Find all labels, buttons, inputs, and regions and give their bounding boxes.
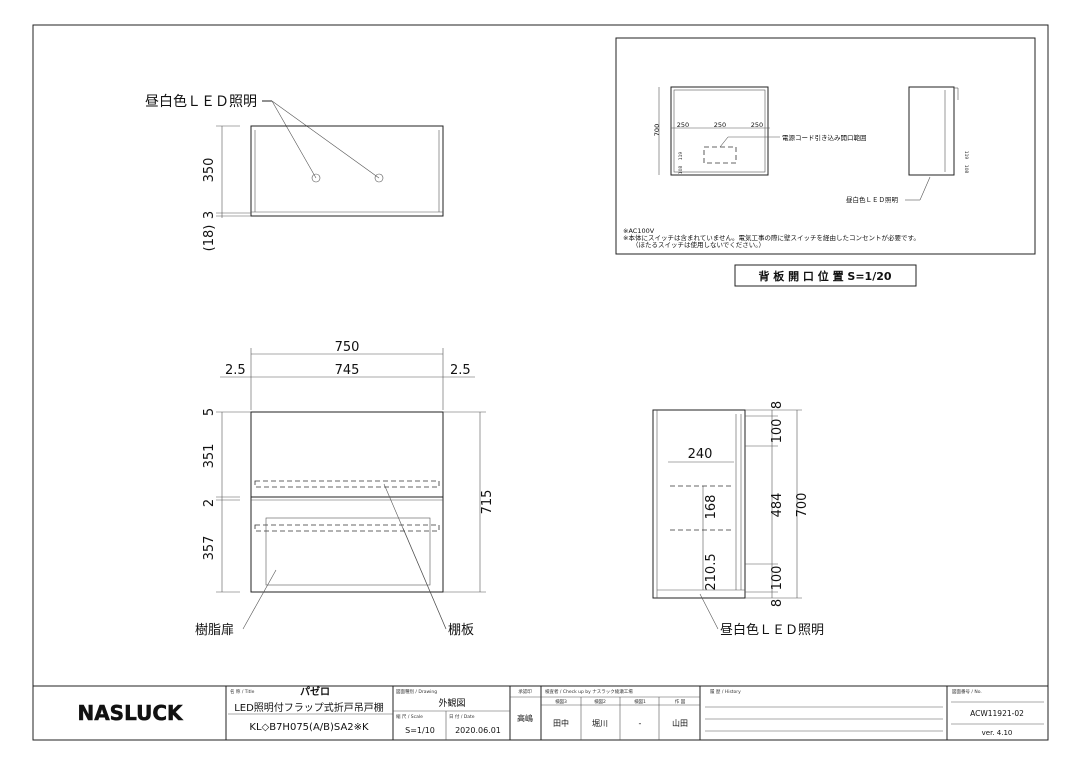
dim-484: 484 — [770, 493, 785, 518]
drawing-line — [242, 569, 277, 630]
drawing-line — [670, 86, 769, 176]
version: ver. 4.10 — [982, 729, 1013, 737]
drawing-label: 図面種別 / Drawing — [396, 688, 437, 695]
led-light-icon — [374, 173, 384, 183]
date: 2020.06.01 — [455, 726, 501, 735]
drawing-label: 縮 尺 / Scale — [396, 713, 423, 720]
front-view: 750 745 2.5 2.5 5 351 2 357 715 樹脂扉 棚板 — [195, 340, 495, 638]
dim-168: 168 — [704, 495, 719, 520]
shelf-label: 棚板 — [448, 623, 474, 638]
checker-name: 田中 — [553, 718, 569, 728]
drawing-label: 履 歴 / History — [710, 689, 741, 695]
drawing-line — [703, 146, 737, 164]
door-panel — [265, 517, 431, 586]
side-view: 240 168 210.5 8 100 484 100 8 700 昼白色ＬＥＤ… — [652, 401, 824, 638]
drawing-line — [402, 527, 447, 630]
back-dim-250: 250 — [751, 121, 763, 129]
door-label: 樹脂扉 — [195, 622, 234, 638]
drawing-line — [919, 176, 931, 201]
back-panel-detail: 700 250 250 250 電源コード引き込み開口範囲 119 108 11… — [615, 37, 1036, 287]
drawing-label: 検査者 / Check up by ナスラック綾瀬工場 — [545, 688, 633, 695]
back-dim-250: 250 — [714, 121, 726, 129]
top-led-label: 昼白色ＬＥＤ照明 — [145, 93, 257, 110]
drawing-label: 作 図 — [675, 698, 686, 705]
drawing-label: 承認印 — [518, 688, 532, 695]
dim-100-bottom: 100 — [770, 566, 785, 591]
dim-8-top: 8 — [770, 401, 785, 409]
dim-750: 750 — [335, 340, 360, 355]
scale: S=1/10 — [405, 726, 435, 735]
front-view-outline — [250, 411, 444, 593]
shelf-dashed — [254, 524, 440, 532]
dim-100-top: 100 — [770, 419, 785, 444]
dim-3: 3 — [202, 211, 217, 219]
drawing-border — [32, 24, 1049, 741]
title-block: NASLUCK 名 称 / Title パゼロ LED照明付フラップ式折戸吊戸棚… — [33, 685, 1048, 740]
side-view-outline — [652, 409, 746, 599]
top-view-outline — [250, 125, 444, 217]
drawing-label: 名 称 / Title — [230, 688, 255, 695]
drawing-line — [615, 37, 1036, 255]
dim-700: 700 — [795, 493, 810, 518]
side-dim-119: 119 — [963, 151, 969, 160]
dim-240: 240 — [688, 447, 713, 462]
back-dim-108: 108 — [678, 166, 684, 175]
note-switch: ※本体にスイッチは含まれていません。電気工事の際に壁スイッチを経由したコンセント… — [623, 233, 920, 242]
drawing-line — [271, 100, 380, 179]
note-firefly-switch: （ほたるスイッチは使用しないでください。） — [632, 240, 765, 249]
dim-357: 357 — [202, 536, 217, 561]
back-led-label: 昼白色ＬＥＤ照明 — [846, 195, 899, 204]
drawing-type: 外観図 — [438, 697, 465, 709]
side-led-label: 昼白色ＬＥＤ照明 — [720, 622, 824, 638]
shelf-dashed — [254, 480, 440, 488]
back-dim-119: 119 — [678, 152, 684, 161]
led-light-icon — [311, 173, 321, 183]
product-description: LED照明付フラップ式折戸吊戸棚 — [234, 701, 384, 714]
dim-350: 350 — [202, 158, 217, 183]
dim-2: 2 — [202, 499, 217, 507]
dim-745: 745 — [335, 363, 360, 378]
drawing-label: 日 付 / Date — [449, 713, 475, 720]
dim-right-2-5: 2.5 — [450, 363, 471, 378]
model-number: KL◇B7H075(A/B)SA2※K — [249, 722, 369, 733]
drawing-label: 検図1 — [634, 698, 646, 705]
checker-name: 堀川 — [592, 719, 608, 728]
approver: 高嶋 — [517, 713, 533, 723]
back-dim-700: 700 — [653, 124, 661, 136]
drawing-label: 検図2 — [594, 698, 606, 705]
drawing-label: 図面番号 / No. — [952, 688, 982, 695]
dim-210-5: 210.5 — [704, 553, 719, 590]
checker-name: 山田 — [672, 718, 688, 728]
drawing-number: ACW11921-02 — [970, 709, 1024, 718]
drawing-line — [271, 100, 317, 179]
dim-351: 351 — [202, 444, 217, 469]
dim-5: 5 — [202, 408, 217, 416]
dim-18: (18) — [202, 225, 217, 252]
nasluck-logo: NASLUCK — [77, 701, 184, 725]
cord-opening-label: 電源コード引き込み開口範囲 — [782, 133, 867, 142]
drawing-line — [719, 136, 729, 148]
drawing-line — [908, 86, 955, 176]
drawing-label: 検図3 — [555, 698, 567, 705]
note-ac100v: ※AC100V — [623, 227, 655, 235]
side-dim-108: 108 — [963, 165, 969, 174]
top-view: 昼白色ＬＥＤ照明 350 3 (18) — [145, 93, 444, 252]
product-name: パゼロ — [300, 685, 330, 698]
dim-left-2-5: 2.5 — [225, 363, 246, 378]
checker-name: - — [639, 719, 642, 728]
back-dim-250: 250 — [677, 121, 689, 129]
drawing-line — [734, 264, 917, 287]
back-panel-caption: 背 板 開 口 位 置 S=1/20 — [758, 269, 891, 283]
dim-715: 715 — [480, 490, 495, 515]
dim-8-bottom: 8 — [770, 599, 785, 607]
drawing-line — [673, 89, 766, 173]
drawing-line — [699, 593, 719, 630]
